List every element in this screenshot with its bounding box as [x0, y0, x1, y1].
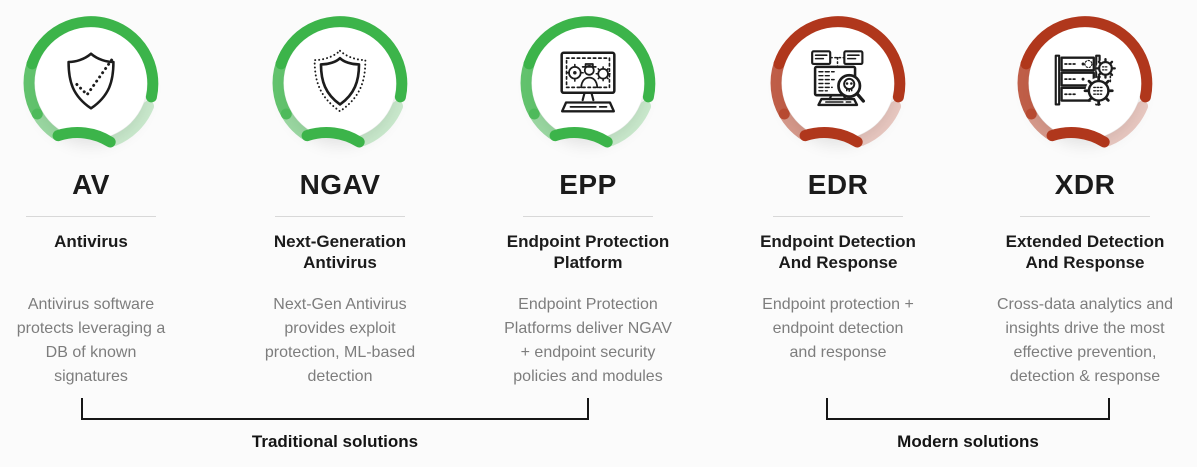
monitor-threats-icon — [560, 51, 616, 113]
column-edr: EDR Endpoint Detection And Response Endp… — [738, 0, 938, 365]
progress-ring-green — [272, 16, 408, 148]
column-xdr: XDR Extended Detection And Response Cros… — [985, 0, 1185, 389]
acronym: XDR — [1054, 169, 1116, 200]
acronym: EDR — [807, 169, 869, 200]
description: Antivirus software protects leveraging a… — [16, 296, 166, 385]
edr-badge — [768, 13, 908, 153]
acronym: EPP — [559, 169, 617, 200]
full-name: Extended Detection And Response — [1005, 232, 1165, 272]
server-gears-icon — [1054, 54, 1116, 106]
shield-check-icon — [67, 52, 115, 110]
modern-solutions-label: Modern solutions — [897, 432, 1039, 451]
progress-ring-red — [1017, 16, 1153, 148]
full-name: Next-Generation Antivirus — [273, 232, 407, 272]
epp-badge — [518, 13, 658, 153]
divider — [523, 216, 653, 217]
full-name: Endpoint Detection And Response — [760, 232, 916, 272]
traditional-solutions-label: Traditional solutions — [251, 432, 419, 451]
xdr-badge — [1015, 13, 1155, 153]
traditional-bracket — [81, 398, 589, 420]
description: Endpoint protection + endpoint detection… — [762, 296, 914, 361]
progress-ring-green — [520, 16, 656, 148]
description: Next-Gen Antivirus provides exploit prot… — [264, 296, 416, 385]
acronym: NGAV — [299, 169, 381, 200]
divider — [26, 216, 156, 217]
divider — [275, 216, 405, 217]
column-ngav: NGAV Next-Generation Antivirus Next-Gen … — [240, 0, 440, 389]
shield-dashed-icon — [313, 49, 367, 113]
description: Endpoint Protection Platforms deliver NG… — [504, 296, 672, 385]
full-name: Antivirus — [54, 232, 128, 251]
progress-ring-green — [23, 16, 159, 148]
full-name: Endpoint Protection Platform — [506, 232, 670, 272]
progress-ring-red — [770, 16, 906, 148]
av-badge — [21, 13, 161, 153]
divider — [1020, 216, 1150, 217]
column-epp: EPP Endpoint Protection Platform Endpoin… — [488, 0, 688, 389]
acronym: AV — [72, 169, 110, 200]
description: Cross-data analytics and insights drive … — [996, 296, 1174, 385]
modern-bracket — [826, 398, 1110, 420]
ngav-badge — [270, 13, 410, 153]
monitor-skull-search-icon — [811, 50, 866, 107]
divider — [773, 216, 903, 217]
column-av: AV Antivirus Antivirus software protects… — [0, 0, 191, 389]
